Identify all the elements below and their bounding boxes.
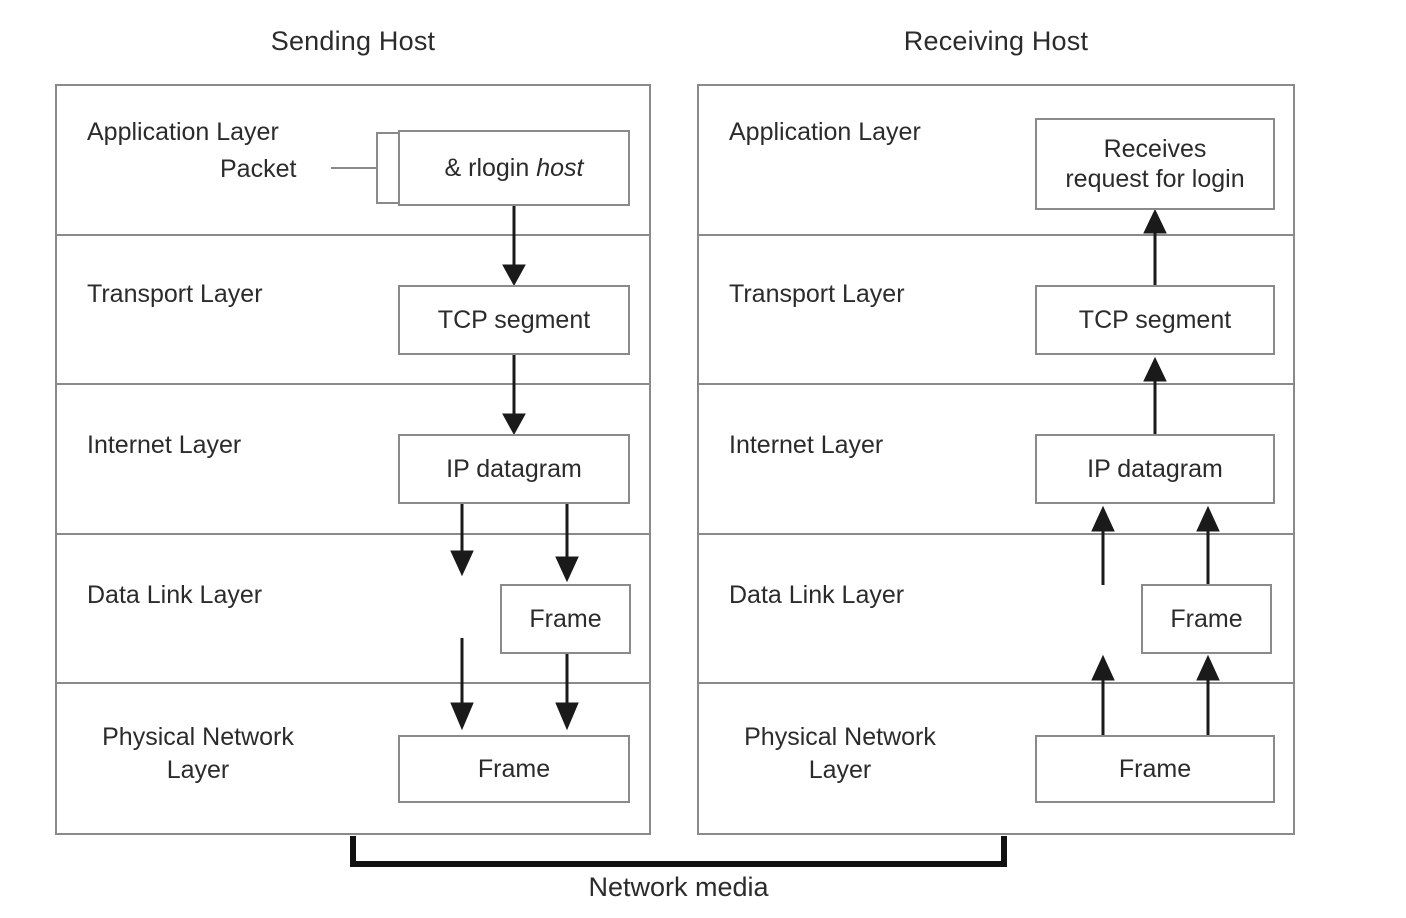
receiving-physical-layer: Physical Network Layer (699, 682, 1293, 835)
sending-application-pdu-box: & rlogin host (398, 130, 630, 206)
receiving-arrow-datalink-to-internet-left (1091, 505, 1115, 585)
sending-arrow-internet-to-datalink-left (450, 504, 474, 577)
sending-host-title: Sending Host (270, 26, 436, 56)
receiving-arrow-datalink-to-internet-right (1196, 505, 1220, 584)
receiving-arrow-internet-to-transport (1143, 356, 1167, 434)
sending-physical-pdu-box: Frame (398, 735, 630, 803)
receiving-arrow-physical-to-datalink-right (1196, 654, 1220, 735)
receiving-application-layer: Application Layer (699, 86, 1293, 234)
receiving-arrow-physical-to-datalink-left (1091, 654, 1115, 735)
sending-application-pdu-text: & rlogin host (445, 153, 584, 184)
sending-internet-layer: Internet Layer (57, 383, 649, 533)
sending-arrow-internet-to-datalink-right (555, 504, 579, 583)
sending-datalink-layer-label: Data Link Layer (87, 581, 263, 609)
receiving-application-layer-label: Application Layer (729, 118, 921, 146)
network-media-label: Network media (588, 872, 769, 902)
receiving-datalink-layer: Data Link Layer (699, 533, 1293, 682)
sending-datalink-pdu-box: Frame (500, 584, 631, 654)
network-media-bracket (350, 836, 1007, 867)
packet-callout-leader-line (331, 167, 378, 169)
sending-datalink-layer: Data Link Layer (57, 533, 649, 682)
receiving-transport-pdu-box: TCP segment (1035, 285, 1275, 355)
receiving-internet-pdu-box: IP datagram (1035, 434, 1275, 504)
receiving-transport-layer: Transport Layer (699, 234, 1293, 383)
sending-internet-pdu-box: IP datagram (398, 434, 630, 504)
sending-arrow-datalink-to-physical-right (555, 654, 579, 731)
sending-physical-layer: Physical Network Layer (57, 682, 649, 835)
sending-application-layer: Application Layer (57, 86, 649, 234)
receiving-internet-layer-label: Internet Layer (729, 431, 884, 459)
packet-callout-label: Packet (220, 155, 297, 183)
receiving-datalink-pdu-box: Frame (1141, 584, 1272, 654)
sending-transport-pdu-box: TCP segment (398, 285, 630, 355)
receiving-internet-layer: Internet Layer (699, 383, 1293, 533)
sending-arrow-datalink-to-physical-left (450, 638, 474, 731)
sending-internet-layer-label: Internet Layer (87, 431, 242, 459)
receiving-arrow-transport-to-app (1143, 208, 1167, 285)
rlogin-host-argument: host (536, 153, 584, 182)
receiving-application-pdu-text: Receives request for login (1065, 134, 1245, 194)
receiving-physical-layer-label: Physical Network Layer (744, 723, 936, 784)
receiving-datalink-layer-label: Data Link Layer (729, 581, 905, 609)
rlogin-command-prefix: & rlogin (444, 153, 537, 182)
sending-application-layer-label: Application Layer (87, 118, 279, 146)
receiving-physical-pdu-box: Frame (1035, 735, 1275, 803)
receiving-transport-layer-label: Transport Layer (729, 280, 905, 308)
receiving-application-pdu-box: Receives request for login (1035, 118, 1275, 210)
sending-transport-layer: Transport Layer (57, 234, 649, 383)
sending-arrow-transport-to-internet (502, 355, 526, 436)
packet-callout-bracket (376, 132, 398, 204)
sending-arrow-app-to-transport (502, 206, 526, 287)
sending-physical-layer-label: Physical Network Layer (102, 723, 294, 784)
receiving-host-title: Receiving Host (903, 26, 1089, 56)
sending-transport-layer-label: Transport Layer (87, 280, 263, 308)
